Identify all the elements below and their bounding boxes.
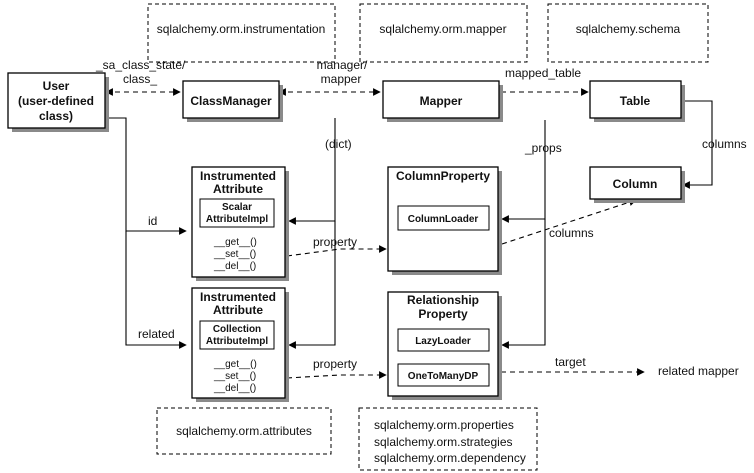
- label-id: id: [148, 214, 157, 228]
- package-dependency-label: sqlalchemy.orm.dependency: [374, 451, 526, 465]
- label-related: related: [138, 327, 175, 341]
- node-user-line2: (user-defined: [18, 94, 94, 108]
- package-attributes-label: sqlalchemy.orm.attributes: [176, 424, 312, 438]
- label-target: target: [555, 355, 586, 369]
- label-sa-class-state: _sa_class_state/: [95, 58, 186, 72]
- node-class-manager: ClassManager: [182, 80, 283, 122]
- label-related-mapper: related mapper: [658, 364, 739, 378]
- edge-table-column: [682, 100, 713, 189]
- label-class: class_: [123, 72, 157, 86]
- package-properties-strategies-dependency: sqlalchemy.orm.properties sqlalchemy.orm…: [358, 407, 538, 471]
- node-relationship-property: Relationship Property LazyLoader OneToMa…: [387, 291, 502, 400]
- node-table-label: Table: [620, 94, 651, 108]
- attr2-impl-line1: Collection: [213, 324, 261, 335]
- attr1-title-line2: Attribute: [213, 182, 263, 196]
- attr2-method-get: __get__(): [213, 359, 257, 370]
- relationship-property-title-line2: Property: [418, 307, 468, 321]
- package-mapper-label: sqlalchemy.orm.mapper: [379, 22, 506, 36]
- package-schema-label: sqlalchemy.schema: [576, 22, 681, 36]
- label-property-2: property: [313, 357, 357, 371]
- edge-classmanager-attr2: [288, 221, 336, 349]
- node-mapper: Mapper: [382, 80, 503, 122]
- attr1-title-line1: Instrumented: [200, 169, 276, 183]
- attr1-impl-line2: AttributeImpl: [206, 214, 268, 225]
- edge-classmanager-attr1: [288, 118, 336, 225]
- package-attributes: sqlalchemy.orm.attributes: [156, 407, 332, 455]
- column-property-title: ColumnProperty: [396, 169, 490, 183]
- node-mapper-label: Mapper: [420, 94, 463, 108]
- node-table: Table: [589, 80, 685, 122]
- edge-user-attr1: [106, 117, 187, 235]
- attr2-title-line2: Attribute: [213, 303, 263, 317]
- label-manager: manager/: [317, 58, 368, 72]
- relationship-property-title-line1: Relationship: [407, 293, 479, 307]
- package-instrumentation-label: sqlalchemy.orm.instrumentation: [157, 22, 326, 36]
- lazy-loader-label: LazyLoader: [415, 336, 471, 347]
- attr2-method-set: __set__(): [213, 371, 256, 382]
- package-strategies-label: sqlalchemy.orm.strategies: [374, 435, 513, 449]
- label-props: _props: [524, 141, 562, 155]
- edge-user-attr2: [125, 231, 187, 349]
- node-user-line3: class): [39, 109, 73, 123]
- node-column-property: ColumnProperty ColumnLoader: [387, 166, 502, 275]
- attr1-method-get: __get__(): [213, 237, 257, 248]
- connectors: [105, 88, 713, 379]
- node-column-label: Column: [613, 177, 658, 191]
- label-mapped-table: mapped_table: [505, 66, 581, 80]
- label-dict: (dict): [325, 137, 352, 151]
- node-column: Column: [589, 166, 685, 203]
- label-property-1: property: [313, 235, 357, 249]
- edge-labels: _sa_class_state/ class_ manager/ mapper …: [95, 58, 747, 378]
- attr2-title-line1: Instrumented: [200, 290, 276, 304]
- attr1-method-del: __del__(): [213, 261, 256, 272]
- edge-attr2-relationshipproperty: [286, 371, 387, 379]
- node-instrumented-attribute-scalar: Instrumented Attribute Scalar AttributeI…: [191, 166, 289, 281]
- node-instrumented-attribute-collection: Instrumented Attribute Collection Attrib…: [191, 287, 289, 402]
- package-schema: sqlalchemy.schema: [547, 3, 709, 63]
- label-mapper: mapper: [321, 72, 362, 86]
- edge-mapper-columnproperty: [501, 120, 546, 223]
- node-class-manager-label: ClassManager: [190, 94, 272, 108]
- package-mapper: sqlalchemy.orm.mapper: [359, 3, 528, 63]
- attr1-method-set: __set__(): [213, 249, 256, 260]
- attr1-impl-line1: Scalar: [222, 202, 252, 213]
- label-columns-property: columns: [549, 226, 594, 240]
- node-user: User (user-defined class): [7, 72, 109, 132]
- attr2-impl-line2: AttributeImpl: [206, 336, 268, 347]
- edge-attr1-columnproperty: [286, 245, 387, 257]
- node-user-line1: User: [43, 79, 70, 93]
- attr2-method-del: __del__(): [213, 383, 256, 394]
- edge-columnproperty-column: [501, 198, 637, 245]
- label-columns-table: columns: [702, 137, 747, 151]
- one-to-many-dp-label: OneToManyDP: [408, 371, 479, 382]
- package-instrumentation: sqlalchemy.orm.instrumentation: [147, 3, 336, 63]
- edge-mapper-relationshipproperty: [501, 219, 546, 349]
- column-loader-label: ColumnLoader: [408, 214, 479, 225]
- package-properties-label: sqlalchemy.orm.properties: [374, 418, 514, 432]
